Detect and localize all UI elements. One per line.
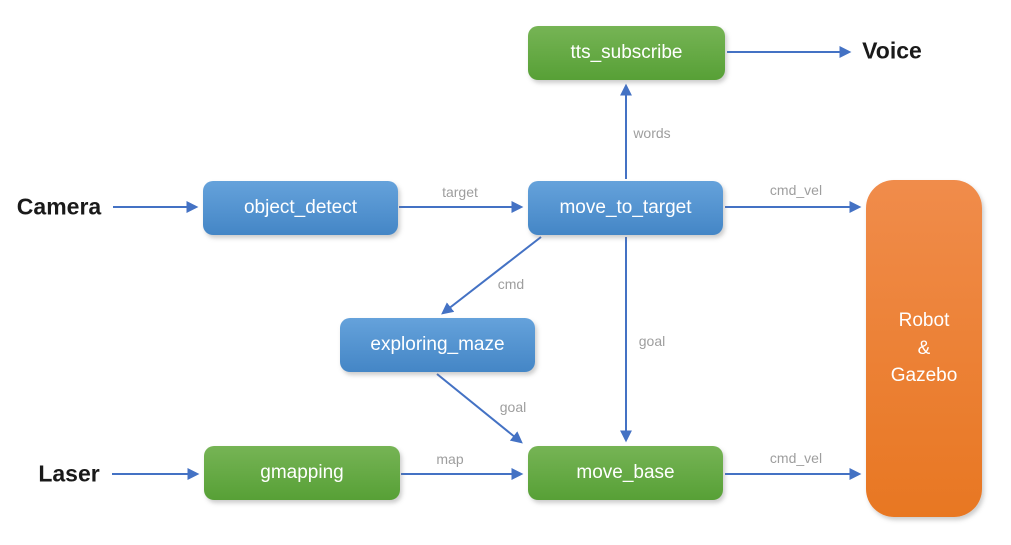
edge-label-move-to-target-to-tts-subscribe: words xyxy=(632,125,670,141)
node-label-move-base: move_base xyxy=(576,462,675,484)
external-label-camera: Camera xyxy=(16,193,102,220)
node-label-robot-gazebo: Robot & Gazebo xyxy=(890,310,958,387)
edge-label-move-base-to-robot-gazebo: cmd_vel xyxy=(770,450,822,466)
node-tts-subscribe: tts_subscribe xyxy=(528,26,725,80)
external-label-voice: Voice xyxy=(862,37,922,64)
node-robot-gazebo: Robot & Gazebo xyxy=(866,180,982,517)
edge-label-move-to-target-to-move-base: goal xyxy=(639,333,665,349)
edge-label-move-to-target-to-robot-gazebo: cmd_vel xyxy=(770,182,822,198)
edge-exploring-maze-to-move-base xyxy=(436,373,523,444)
edge-label-gmapping-to-move-base: map xyxy=(436,451,463,467)
node-object-detect: object_detect xyxy=(203,181,398,235)
node-label-object-detect: object_detect xyxy=(243,197,358,219)
node-label-tts-subscribe: tts_subscribe xyxy=(570,42,683,64)
external-label-laser: Laser xyxy=(38,460,100,487)
node-label-gmapping: gmapping xyxy=(260,462,344,484)
edge-label-exploring-maze-to-move-base: goal xyxy=(500,399,526,415)
edge-move-to-target-to-exploring-maze xyxy=(441,236,542,315)
node-label-move-to-target: move_to_target xyxy=(559,197,692,219)
edge-label-move-to-target-to-exploring-maze: cmd xyxy=(498,276,524,292)
node-gmapping: gmapping xyxy=(204,446,400,500)
node-exploring-maze: exploring_maze xyxy=(340,318,535,372)
node-move-to-target: move_to_target xyxy=(528,181,723,235)
node-label-exploring-maze: exploring_maze xyxy=(370,334,505,356)
node-move-base: move_base xyxy=(528,446,723,500)
edge-label-object-detect-to-move-to-target: target xyxy=(442,184,478,200)
